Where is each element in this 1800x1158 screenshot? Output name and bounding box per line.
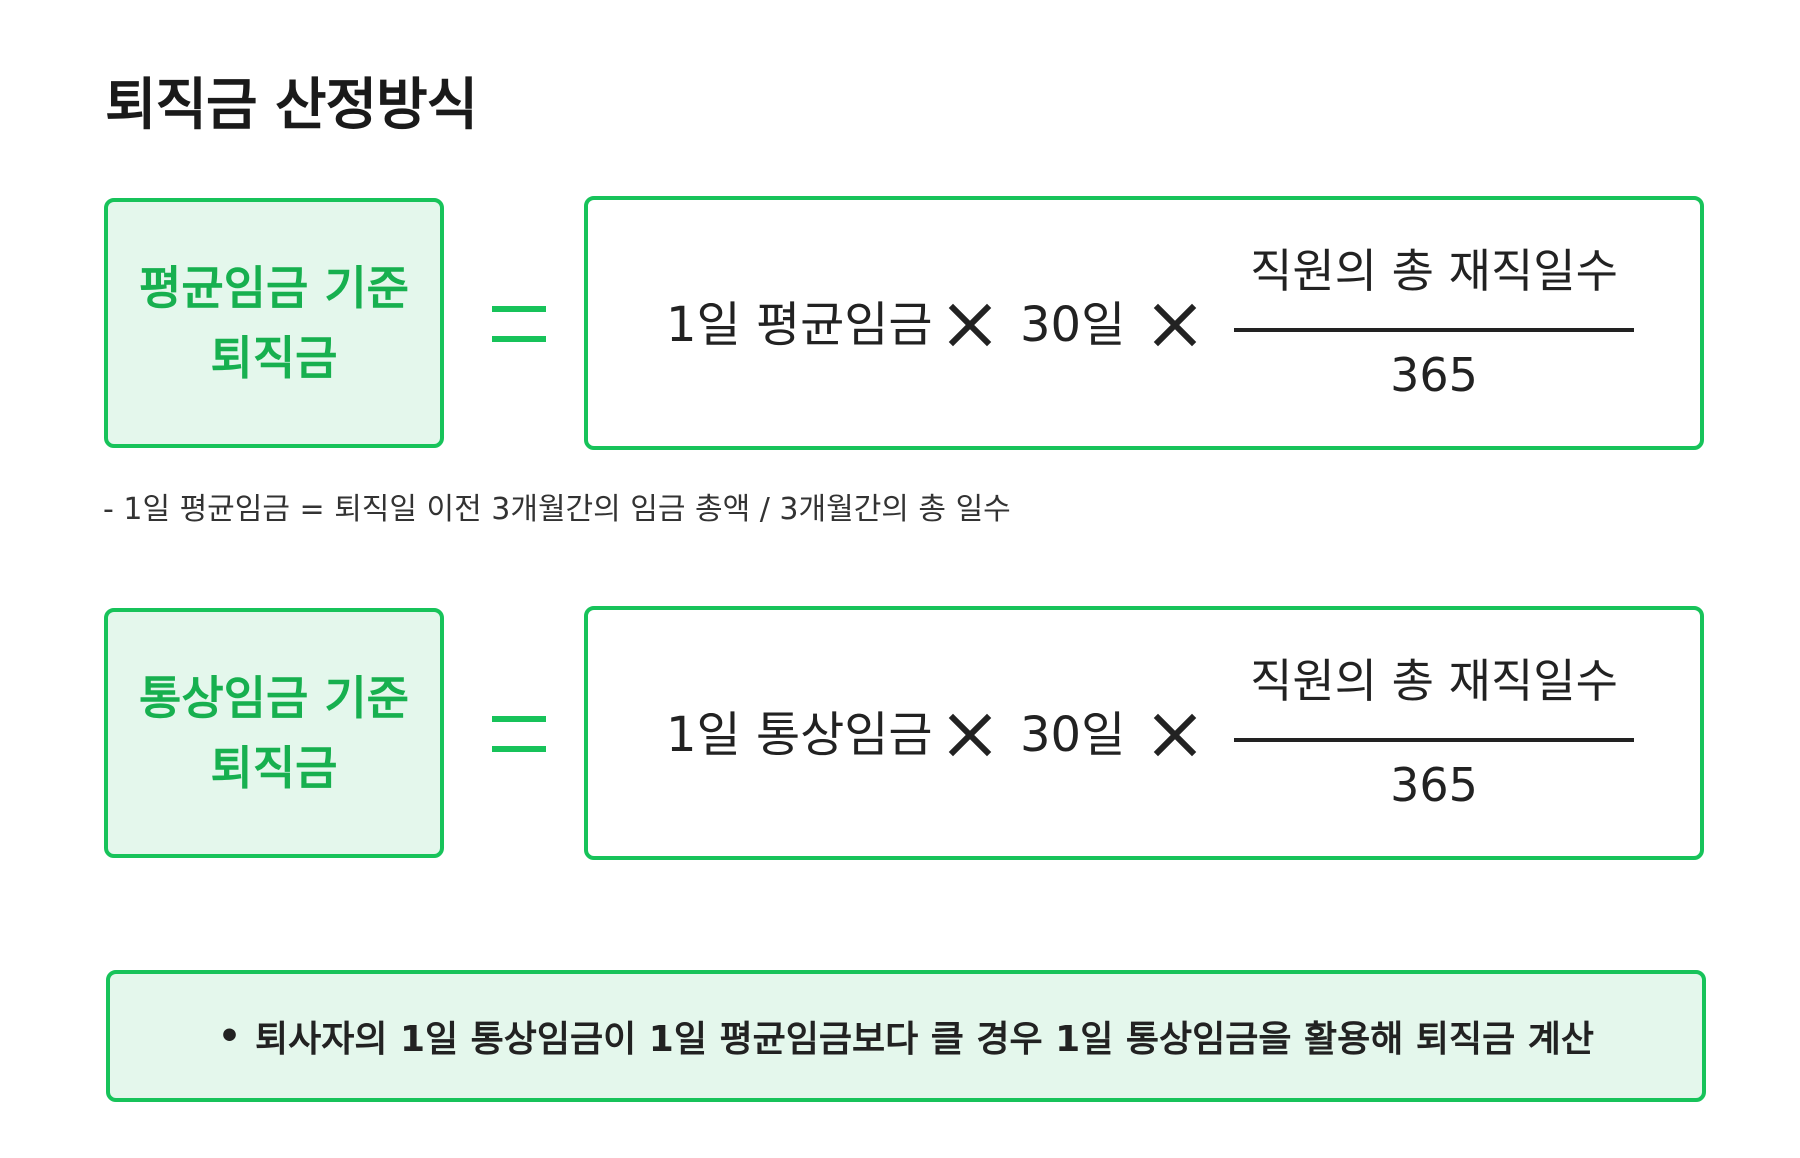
average-wage-formula-box: 1일 평균임금 30일 직원의 총 재직일수 365 — [584, 196, 1704, 450]
footnote: - 1일 평균임금 = 퇴직일 이전 3개월간의 임금 총액 / 3개월간의 총… — [103, 492, 1011, 527]
wage-term: 1일 통상임금 — [666, 707, 933, 763]
label-line-2: 퇴직금 — [210, 331, 338, 385]
page-title: 퇴직금 산정방식 — [105, 73, 478, 138]
bullet-icon: • — [217, 1015, 241, 1057]
fraction-denominator: 365 — [1390, 348, 1478, 402]
fraction-line — [1234, 738, 1634, 742]
fraction-line — [1234, 328, 1634, 332]
times-icon — [1153, 303, 1197, 347]
tenure-fraction: 직원의 총 재직일수 365 — [1234, 650, 1634, 830]
equals-icon — [492, 306, 546, 342]
average-wage-label-box: 평균임금 기준 퇴직금 — [104, 198, 444, 448]
days-term: 30일 — [1020, 297, 1126, 353]
fraction-numerator: 직원의 총 재직일수 — [1250, 244, 1618, 298]
equals-icon — [492, 716, 546, 752]
label-line-1: 평균임금 기준 — [139, 261, 409, 315]
ordinary-wage-formula-box: 1일 통상임금 30일 직원의 총 재직일수 365 — [584, 606, 1704, 860]
times-icon — [1153, 713, 1197, 757]
times-icon — [948, 303, 992, 347]
tenure-fraction: 직원의 총 재직일수 365 — [1234, 240, 1634, 420]
fraction-numerator: 직원의 총 재직일수 — [1250, 654, 1618, 708]
wage-term: 1일 평균임금 — [666, 297, 933, 353]
label-line-1: 통상임금 기준 — [139, 671, 409, 725]
summary-box: • 퇴사자의 1일 통상임금이 1일 평균임금보다 클 경우 1일 통상임금을 … — [106, 970, 1706, 1102]
days-term: 30일 — [1020, 707, 1126, 763]
ordinary-wage-label-box: 통상임금 기준 퇴직금 — [104, 608, 444, 858]
label-line-2: 퇴직금 — [210, 741, 338, 795]
summary-text: 퇴사자의 1일 통상임금이 1일 평균임금보다 클 경우 1일 통상임금을 활용… — [254, 1019, 1595, 1060]
fraction-denominator: 365 — [1390, 758, 1478, 812]
times-icon — [948, 713, 992, 757]
